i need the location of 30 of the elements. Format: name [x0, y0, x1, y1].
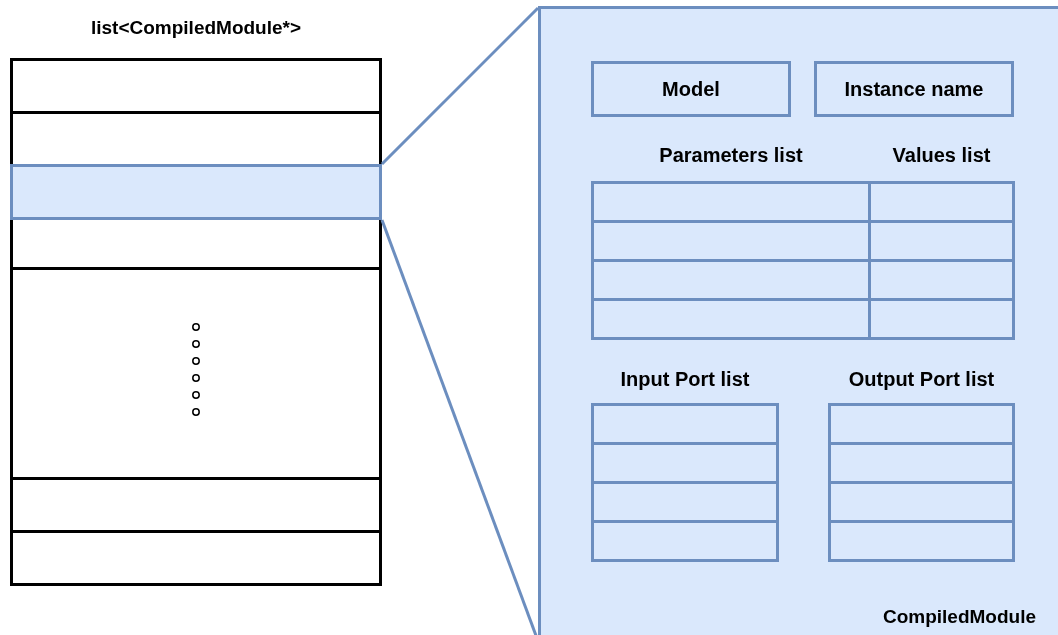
field-box: Instance name [814, 61, 1014, 117]
table-cell [828, 442, 1015, 484]
table-cell [591, 481, 779, 523]
list-heading: list<CompiledModule*> [90, 17, 302, 39]
highlighted-row [10, 164, 382, 220]
table-cell [591, 403, 779, 445]
list-row [10, 220, 382, 270]
module-panel [538, 6, 1058, 635]
panel-title: CompiledModule [882, 606, 1036, 628]
table-cell [591, 520, 779, 562]
column-heading: Parameters list [659, 144, 803, 167]
table-cell [591, 442, 779, 484]
table-cell [828, 403, 1015, 445]
zoom-line [380, 6, 540, 166]
zoom-line [380, 219, 540, 635]
table-cell [591, 181, 871, 223]
column-heading: Output Port list [848, 368, 995, 391]
list-row [10, 480, 382, 533]
column-heading: Values list [892, 144, 991, 167]
table-cell [868, 298, 1015, 340]
list-gap [10, 270, 382, 480]
field-box: Model [591, 61, 791, 117]
list-row [10, 114, 382, 167]
table-cell [828, 520, 1015, 562]
table-cell [868, 181, 1015, 223]
table-cell [828, 481, 1015, 523]
column-heading: Input Port list [620, 368, 750, 391]
list-row [10, 533, 382, 586]
table-cell [591, 298, 871, 340]
list-row [10, 58, 382, 114]
